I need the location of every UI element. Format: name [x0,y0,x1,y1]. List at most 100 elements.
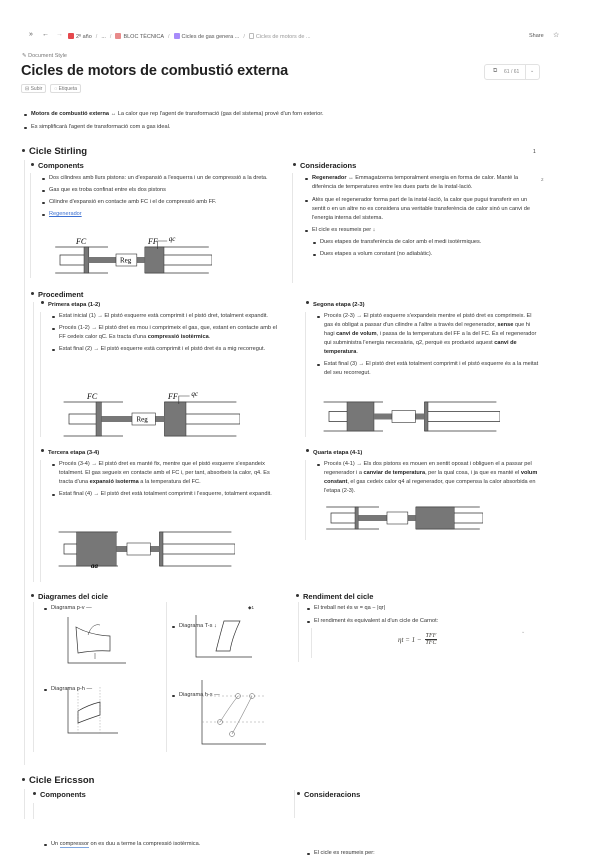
heading-diagrames[interactable]: Diagrames del cicle [31,592,108,601]
list-item: El rendiment és equivalent al d'un cicle… [305,617,535,626]
text: . [356,349,358,355]
heading-cicle-stirling[interactable]: Cicle Stirling [22,146,87,157]
gas-right [415,506,455,530]
heading-components[interactable]: Components [31,161,84,170]
ph-diagram [67,687,118,734]
bold-text: canvi de temperatura [324,340,517,355]
regenerator-label: Reg [137,416,149,424]
heading-consideracions[interactable]: Consideracions [297,790,360,799]
text: Un [51,841,60,847]
list-item: Estat final (2) → El pistó esquerre està… [50,345,285,354]
brush-icon: ✎ [22,53,29,59]
comment-badge[interactable]: ◆1 [248,603,254,612]
quote-line [311,628,312,658]
breadcrumb-sep: / [109,33,112,40]
comment-badge[interactable]: 2 [541,177,544,182]
heading-primera-etapa[interactable]: Primera etapa (1-2) [41,301,100,308]
cylinder-walls [55,246,209,274]
text: que hi hagi [324,322,531,337]
piston-diagram-stage-2 [323,401,500,432]
regenerador-link[interactable]: Regenerador [49,211,82,217]
piston-rods [63,543,235,555]
breadcrumb-item[interactable]: ... [101,33,106,40]
axes [67,687,118,734]
efficiency-formula: ηt = 1 − TFF TFC [398,633,438,646]
chevron-down-icon[interactable]: ⌄ [530,68,535,74]
heading-rendiment[interactable]: Rendiment del cicle [296,592,373,601]
piston-rods [328,411,500,422]
tag-subir[interactable]: ⊟ Subir [21,84,47,93]
qc-label: qc [169,235,177,243]
denominator: TFC [425,640,437,646]
heading-tercera-etapa[interactable]: Tercera etapa (3-4) [41,449,99,456]
text: , per la qual cosa, i ja que es manté el [425,470,521,476]
column-line [30,173,31,278]
state-point [229,731,235,737]
list-item: Dos cilindres amb llurs pistons: un d'ex… [40,174,280,183]
comment-count[interactable]: 1 [533,149,536,155]
breadcrumb-item[interactable]: Cicles de gas genera ... [173,33,239,40]
list-item: Procés (1-2) → El pistó dret es mou i co… [50,324,285,342]
cycle-curve [215,620,241,652]
divider [525,65,526,79]
document-style[interactable]: ✎ Document Style [22,53,67,59]
counter-text: 61 / 61 [504,69,520,75]
heading-consideracions[interactable]: Consideracions [293,161,356,170]
diagram-ph-label: Diagrama p-h — [42,685,600,694]
qc-label: qc [191,390,199,398]
gas-left [95,401,102,437]
pv-diagram [67,617,126,664]
fraction: TFF TFC [424,633,438,646]
breadcrumb-item-current[interactable]: Cicles de motors de ... [248,33,311,40]
heat-arrow [87,624,101,636]
heading-segona-etapa[interactable]: Segona etapa (2-3) [306,301,365,308]
list-item: Procés (4-1) → Els dos pistons es mouen … [315,460,540,496]
tag-label: Etiqueta [58,86,78,92]
regenerator-box [115,253,138,267]
segona-etapa-list: Procés (2-3) → El pistó esquerre s'expan… [315,312,540,378]
tag-icon: ⊟ [25,86,31,92]
cylinder-walls [326,506,480,530]
breadcrumb-label: BLOC TÈCNICA [123,34,164,40]
compressor-text[interactable]: compressor [59,841,89,848]
text: Procés (3-4) → El pistó dret es manté fi… [59,461,270,485]
list-item: El cicle es resumeix per: [305,849,600,858]
breadcrumb-item[interactable]: BLOC TÈCNICA [115,33,164,40]
text: , i passa de la temperatura del FF a la … [324,331,537,346]
list-item: Estat final (4) → El pistó dret està tot… [50,490,285,499]
back-arrow-icon[interactable]: ← [42,31,49,38]
page-title[interactable]: Cicles de motors de combustió externa [21,63,289,79]
cycle-curve [75,626,111,654]
chevron-down-icon[interactable]: ⌄ [521,629,526,635]
regenerator-label: Reg [120,257,132,265]
tag-icon: ◌ [54,86,59,92]
tag-etiqueta[interactable]: ◌ Etiqueta [50,84,82,93]
column-line [166,602,167,752]
text: Procés (2-3) → El pistó esquerre s'expan… [324,313,532,328]
breadcrumb-sep: / [167,33,170,40]
heading-components[interactable]: Components [33,790,86,799]
diagram-ts-label: Diagrama T-s ↓ [170,622,600,631]
gas-right [164,401,187,437]
toggle-line [298,602,299,662]
expand-sidebar-icon[interactable]: » [29,31,33,38]
heading-quarta-etapa[interactable]: Quarta etapa (4-1) [306,449,362,456]
star-icon[interactable]: ☆ [553,32,560,39]
list-item: Regenerador ↔ Emmagatzema temporalment e… [303,174,538,192]
heading-cicle-ericsson[interactable]: Cicle Ericsson [22,775,94,786]
page-counter[interactable]: ⧉ 61 / 61 ⌄ [484,64,540,80]
ts-diagram [195,615,252,658]
text: ↔ Emmagatzema temporalment energia en fo… [312,175,519,190]
components-list: Dos cilindres amb llurs pistons: un d'ex… [40,174,280,219]
heading-procediment[interactable]: Procediment [31,290,83,299]
piston-rods [330,512,483,524]
bold-text: compressió isotèrmica [147,334,209,340]
rendiment-list: El treball net és w = qa − |qr| El rendi… [305,604,535,626]
forward-arrow-icon[interactable]: → [56,31,63,38]
text: on es duu a terme la compressió isotèrmi… [88,841,201,847]
breadcrumb-item[interactable]: 2º año [68,33,92,40]
numerator: TFF [424,633,438,640]
share-button[interactable]: Share [529,33,544,39]
